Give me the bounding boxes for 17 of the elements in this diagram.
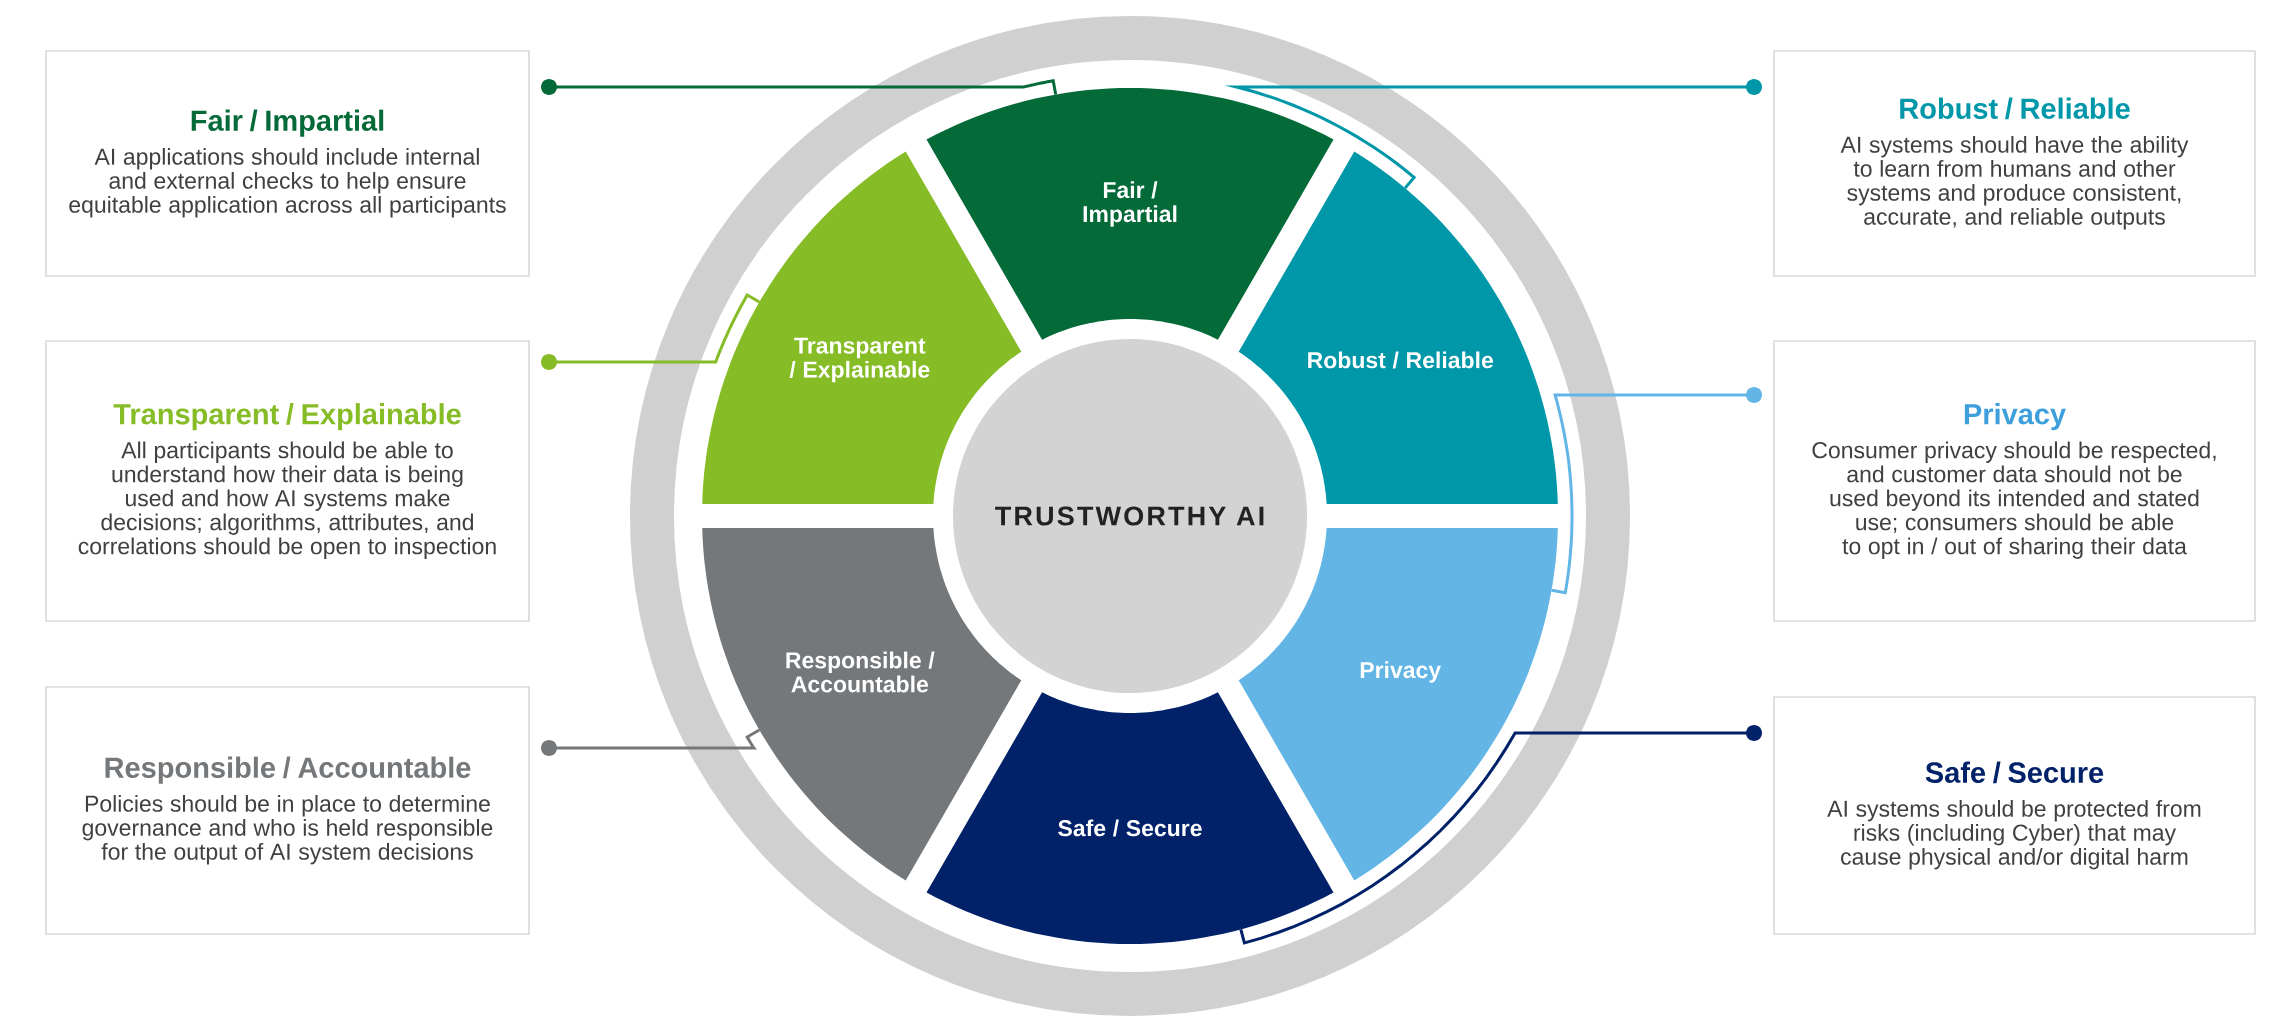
- text-card: Safe / Secure AI systems should be protected from risks (including Cyber) that may cause physical and/or digital harm: [1773, 696, 2256, 935]
- leader-line: [541, 728, 761, 756]
- segment: Robust / Reliable: [1238, 151, 1558, 504]
- leader-line: [1239, 725, 1762, 945]
- segment: Transparent / Explainable: [702, 151, 1022, 504]
- text-card: Responsible / Accountable Policies should be in place to determine governance and who is held responsible for the output of AI system decisions: [45, 686, 530, 935]
- segment: Fair / Impartial: [926, 88, 1334, 340]
- text-card: Transparent / Explainable All participants should be able to understand how their data is being used and how AI systems make decisions; algorithms, attributes, and correlations should be open to inspection: [45, 340, 530, 622]
- segment: Responsible / Accountable: [702, 528, 1022, 881]
- text-card: Robust / Reliable AI systems should have the ability to learn from humans and other systems and produce consistent, accurate, and reliable outputs: [1773, 50, 2256, 277]
- text-card: Privacy Consumer privacy should be respected, and customer data should not be used beyond its intended and stated use; consumers should be able to opt in / out of sharing their data: [1773, 340, 2256, 622]
- leader-line: [541, 78, 1058, 95]
- leader-line: [1551, 387, 1762, 595]
- segment: Safe / Secure: [926, 692, 1334, 944]
- text-card: Fair / Impartial AI applications should include internal and external checks to help ensure equitable application across all participants: [45, 50, 530, 277]
- segment: Privacy: [1238, 528, 1558, 881]
- leader-line: [541, 292, 761, 370]
